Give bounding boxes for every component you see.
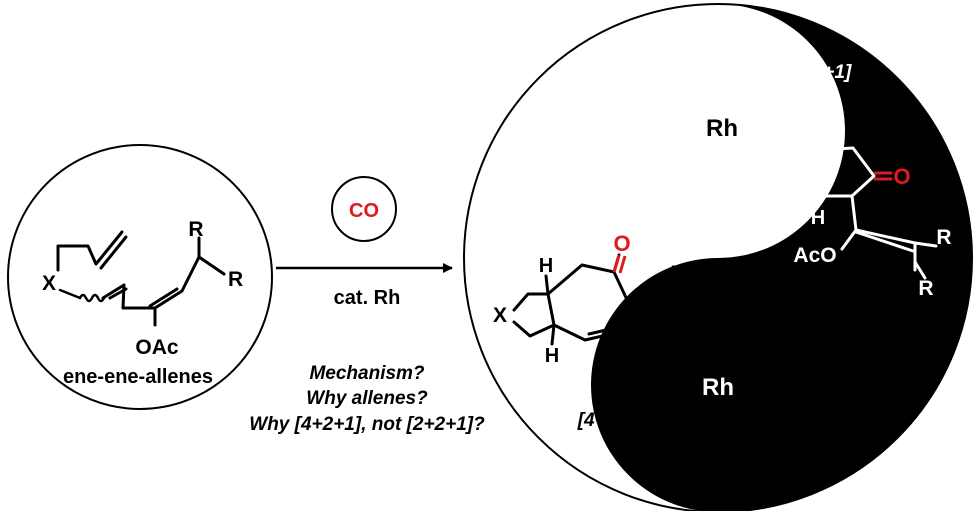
product-2-2-1-h-bottom: H xyxy=(811,207,825,229)
label-4-2-1: [4+2+1] xyxy=(577,410,645,431)
product-4-2-1-r-bottom: R xyxy=(670,332,685,355)
questions: Mechanism? Why allenes? Why [4+2+1], not… xyxy=(249,363,485,435)
product-4-2-1-o: O xyxy=(613,231,630,256)
question-selectivity: Why [4+2+1], not [2+2+1]? xyxy=(249,414,485,435)
product-4-2-1-oac: OAc xyxy=(628,362,672,385)
rh-bottom-disc xyxy=(682,350,754,422)
product-2-2-1-h-top: H xyxy=(811,143,825,165)
substrate-r-right: R xyxy=(228,268,243,291)
product-4-2-1-o-bond xyxy=(612,254,627,274)
substrate-circle xyxy=(7,144,273,410)
substrate-bonds xyxy=(56,230,226,327)
yin-yang: Rh Rh [2+2+1] [4+2+1] xyxy=(463,3,973,511)
product-2-2-1-o-bond xyxy=(874,171,892,181)
product-2-2-1-r-bottom: R xyxy=(918,277,933,300)
substrate-name: ene-ene-allenes xyxy=(63,366,213,388)
co-circle xyxy=(331,176,397,242)
product-4-2-1-x: X xyxy=(493,304,507,327)
co-label: CO xyxy=(349,200,379,222)
label-2-2-1: [2+2+1] xyxy=(784,62,852,83)
substrate: X R R OAc ene-ene-allenes xyxy=(7,144,273,410)
product-4-2-1-h-bottom: H xyxy=(545,345,559,367)
rh-bottom-label: Rh xyxy=(702,374,734,401)
product-4-2-1-r-top: R xyxy=(670,262,685,285)
product-2-2-1-bonds xyxy=(768,146,938,280)
question-mechanism: Mechanism? xyxy=(309,363,424,384)
reaction-conditions: CO cat. Rh xyxy=(276,176,453,309)
product-2-2-1-x: X xyxy=(752,163,766,186)
rh-top-label: Rh xyxy=(706,115,738,142)
product-4-2-1: X H H O R R OAc xyxy=(493,231,686,385)
product-2-2-1-o: O xyxy=(893,164,910,189)
substrate-x: X xyxy=(42,272,56,295)
product-4-2-1-h-top: H xyxy=(539,255,553,277)
question-allenes: Why allenes? xyxy=(306,388,428,409)
rh-top-disc xyxy=(685,90,759,164)
product-2-2-1-aco: AcO xyxy=(793,244,836,267)
catalyst-label: cat. Rh xyxy=(334,287,401,309)
substrate-r-top: R xyxy=(188,218,203,241)
product-2-2-1-r-top: R xyxy=(936,226,951,249)
substrate-oac: OAc xyxy=(135,336,179,359)
product-2-2-1: X H H O AcO R R xyxy=(752,143,952,300)
